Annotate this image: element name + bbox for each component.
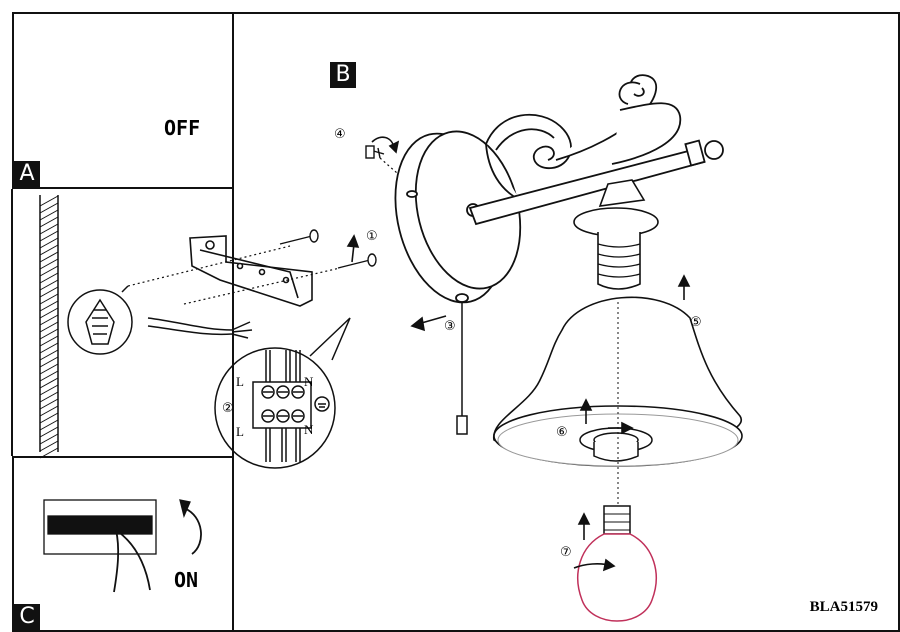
hatch-line [39, 279, 59, 291]
panel-c-badge: C [14, 604, 40, 630]
hatch-line [39, 307, 59, 319]
wall-plug-callout [67, 285, 133, 355]
supply-cable [147, 317, 253, 339]
hatch-line [39, 300, 59, 312]
hatch-line [39, 433, 59, 445]
hatch-line [39, 314, 59, 326]
rosette-screw [365, 145, 385, 159]
step-label-2: ② [222, 401, 234, 416]
shade-ring [579, 427, 653, 462]
hatch-line [39, 398, 59, 410]
terminal-label-n-bottom: N [304, 422, 314, 437]
hatch-line [39, 349, 59, 361]
hatch-line [39, 419, 59, 431]
hatch-line [39, 335, 59, 347]
ornamental-arm [468, 74, 724, 226]
light-bulb [577, 505, 657, 622]
hatch-line [39, 370, 59, 382]
wall-hatching [39, 195, 59, 459]
hatch-line [39, 265, 59, 277]
panel-a-switch-off: A OFF [12, 12, 234, 189]
hatch-line [39, 286, 59, 298]
step-label-1: ① [366, 229, 378, 244]
hatch-line [39, 405, 59, 417]
hatch-line [39, 426, 59, 438]
guide-lines [127, 157, 415, 305]
hatch-line [39, 328, 59, 340]
hatch-line [39, 244, 59, 256]
pull-cord[interactable] [456, 302, 468, 435]
hatch-line [39, 195, 59, 207]
switch-on-label: ON [174, 568, 199, 592]
hatch-line [39, 356, 59, 368]
panel-a-badge: A [14, 161, 40, 187]
hatch-line [39, 391, 59, 403]
hatch-line [39, 272, 59, 284]
model-code: BLA51579 [809, 599, 878, 615]
panel-b-assembly: B BLA51579 [232, 12, 900, 632]
hatch-line [39, 363, 59, 375]
hatch-line [39, 202, 59, 214]
step-label-6: ⑥ [556, 425, 568, 440]
hatch-line [39, 223, 59, 235]
hatch-line [39, 258, 59, 270]
bracket-screws [279, 229, 377, 269]
hatch-line [39, 384, 59, 396]
terminal-block-callout [214, 317, 351, 469]
step-label-3: ③ [444, 319, 456, 334]
panel-c-switch-on: C ON [12, 456, 234, 632]
mounting-bracket [189, 235, 313, 307]
hatch-line [39, 377, 59, 389]
breaker-panel-c [43, 499, 202, 593]
step-label-7: ⑦ [560, 545, 572, 560]
hatch-line [39, 440, 59, 452]
switch-off-label: OFF [164, 116, 201, 140]
lamp-holder [573, 179, 659, 290]
hatch-line [39, 216, 59, 228]
panel-b-badge: B [330, 62, 356, 88]
terminal-label-l-top: L [236, 374, 244, 389]
hatch-line [39, 342, 59, 354]
hatch-line [39, 230, 59, 242]
hatch-line [39, 251, 59, 263]
step-arrows [346, 136, 691, 572]
terminal-label-l-bottom: L [236, 424, 244, 439]
hatch-line [39, 412, 59, 424]
terminal-label-n-top: N [304, 374, 314, 389]
step-label-4: ④ [334, 127, 346, 142]
hatch-line [39, 293, 59, 305]
hatch-line [39, 321, 59, 333]
step-label-5: ⑤ [690, 315, 702, 330]
hatch-line [39, 237, 59, 249]
hatch-line [39, 209, 59, 221]
